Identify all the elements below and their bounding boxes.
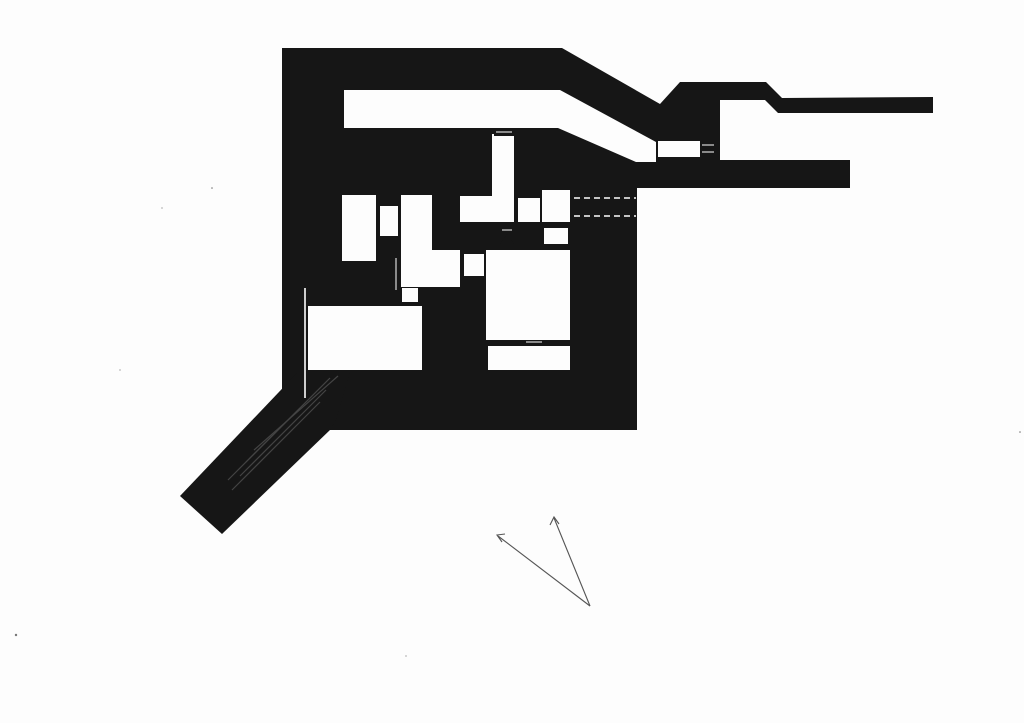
detail-dark-blob	[574, 244, 592, 280]
arrowhead-2	[549, 515, 560, 526]
detail-corridor-bar	[700, 140, 716, 158]
room-small-left	[342, 195, 376, 261]
room-bottom-strip	[488, 346, 570, 370]
detail-shaft-top	[494, 130, 514, 136]
main-block	[282, 48, 933, 430]
detail-stair-triangle	[500, 234, 514, 244]
room-corridor-top	[344, 90, 656, 162]
room-small-lower	[544, 228, 568, 244]
north-arrows	[496, 515, 591, 607]
room-l-center	[401, 195, 460, 287]
arrowhead-1	[496, 533, 506, 543]
north-arrow-line-2	[553, 517, 591, 607]
room-door-left	[380, 206, 398, 236]
room-door-upper	[518, 198, 540, 222]
room-large-hall	[486, 250, 570, 340]
room-door-mid	[464, 254, 484, 276]
north-arrow-line-1	[497, 535, 591, 607]
detail-lines	[496, 131, 714, 343]
dashed-passage	[574, 197, 636, 217]
room-small-square	[542, 190, 570, 222]
room-l-shaft	[460, 134, 514, 222]
wing-hatching	[227, 375, 339, 491]
room-big-left	[308, 306, 422, 370]
diagonal-wing	[180, 372, 350, 534]
structure-mass	[180, 48, 933, 534]
room-door-bottom	[402, 288, 418, 302]
speckles	[14, 187, 1021, 657]
